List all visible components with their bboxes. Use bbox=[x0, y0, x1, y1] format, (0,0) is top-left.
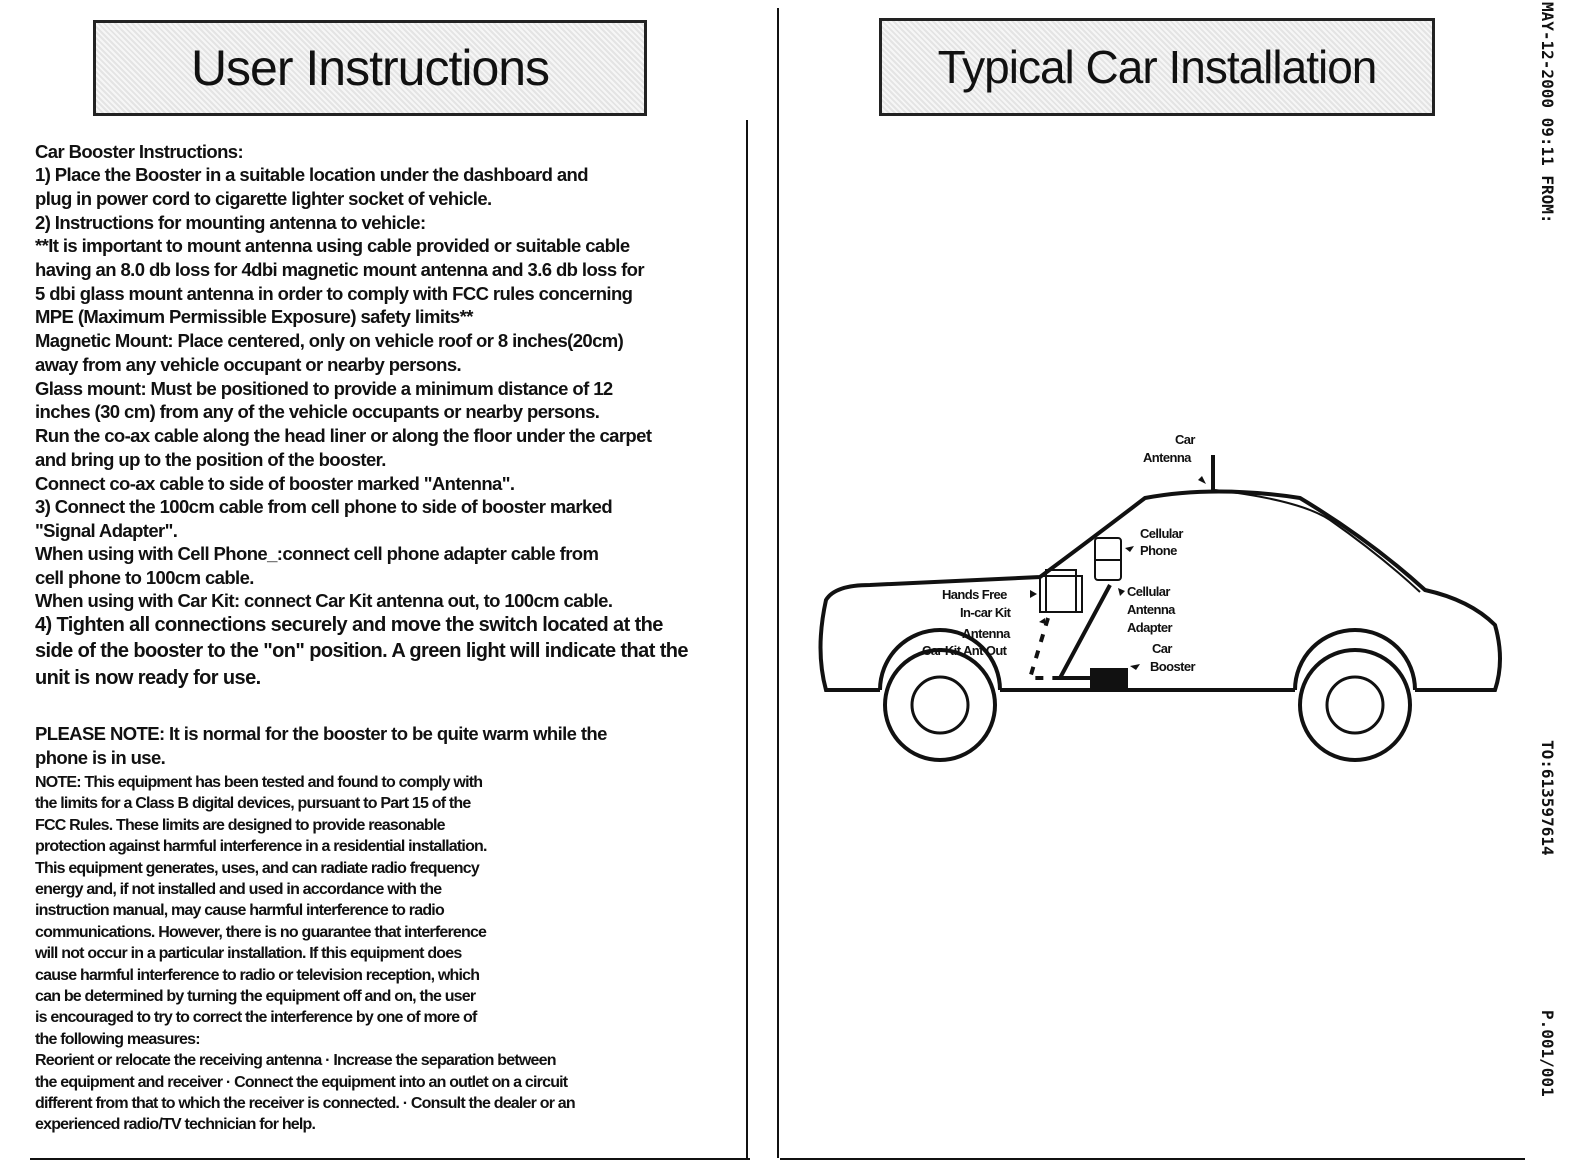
instruction-line: MPE (Maximum Permissible Exposure) safet… bbox=[35, 306, 473, 327]
typical-car-installation-title: Typical Car Installation bbox=[879, 18, 1435, 116]
instruction-line: and bring up to the position of the boos… bbox=[35, 449, 386, 470]
note-line: Reorient or relocate the receiving anten… bbox=[35, 1052, 557, 1070]
car-body bbox=[818, 489, 1502, 692]
fold-line bbox=[746, 120, 748, 1160]
car-antenna-icon bbox=[1211, 455, 1215, 490]
wheels bbox=[878, 628, 1417, 762]
coax-cable bbox=[1056, 584, 1112, 680]
front-wheel bbox=[883, 648, 997, 762]
instruction-line: "Signal Adapter". bbox=[35, 520, 178, 541]
instruction-line: When using with Car Kit: connect Car Kit… bbox=[35, 590, 613, 611]
instruction-line: 2) Instructions for mounting antenna to … bbox=[35, 212, 426, 233]
note-line: FCC Rules. These limits are designed to … bbox=[35, 816, 446, 834]
instruction-line: unit is now ready for use. bbox=[35, 667, 261, 689]
note-line: experienced radio/TV technician for help… bbox=[35, 1116, 316, 1134]
svg-text:Adapter: Adapter bbox=[1127, 620, 1172, 635]
svg-text:In-car Kit: In-car Kit bbox=[960, 605, 1012, 620]
fax-header-page: P.001/001 bbox=[1538, 1010, 1557, 1097]
instruction-line: Glass mount: Must be positioned to provi… bbox=[35, 378, 613, 399]
note-line: the limits for a Class B digital devices… bbox=[35, 795, 471, 813]
label-cellular-antenna-adapter: Cellular bbox=[1127, 584, 1170, 599]
bottom-rule-right bbox=[780, 1158, 1525, 1160]
label-hands-free: Hands Free bbox=[942, 587, 1007, 602]
instruction-line: PLEASE NOTE: It is normal for the booste… bbox=[35, 723, 607, 744]
note-line: cause harmful interference to radio or t… bbox=[35, 966, 480, 984]
note-line: will not occur in a particular installat… bbox=[35, 945, 462, 963]
instruction-line: phone is in use. bbox=[35, 747, 166, 768]
note-line: protection against harmful interference … bbox=[35, 838, 487, 856]
cellular-phone-icon bbox=[1094, 537, 1122, 581]
label-antenna: Antenna bbox=[962, 626, 1011, 641]
car-booster-icon bbox=[1090, 668, 1128, 688]
instruction-line: 4) Tighten all connections securely and … bbox=[35, 614, 663, 636]
svg-text:Antenna: Antenna bbox=[1143, 450, 1192, 465]
instruction-line: Car Booster Instructions: bbox=[35, 141, 244, 162]
note-line: the equipment and receiver · Connect the… bbox=[35, 1073, 568, 1091]
instruction-line: 5 dbi glass mount antenna in order to co… bbox=[35, 283, 633, 304]
note-line: can be determined by turning the equipme… bbox=[35, 988, 476, 1005]
bottom-rule-left bbox=[30, 1158, 750, 1160]
instruction-line: 3) Connect the 100cm cable from cell pho… bbox=[35, 496, 613, 517]
note-line: instruction manual, may cause harmful in… bbox=[35, 902, 445, 920]
instruction-line: Magnetic Mount: Place centered, only on … bbox=[35, 330, 624, 351]
note-line: the following measures: bbox=[35, 1030, 201, 1048]
svg-text:Antenna: Antenna bbox=[1127, 602, 1176, 617]
instruction-line: Connect co-ax cable to side of booster m… bbox=[35, 473, 515, 494]
note-line: This equipment generates, uses, and can … bbox=[35, 859, 480, 877]
label-car-kit-ant-out: Car Kit Ant Out bbox=[922, 643, 1008, 658]
instruction-line: side of the booster to the "on" position… bbox=[35, 640, 689, 662]
instruction-line: 1) Place the Booster in a suitable locat… bbox=[35, 164, 589, 185]
rear-wheel bbox=[1298, 648, 1412, 762]
fold-line-right bbox=[777, 8, 779, 1158]
svg-text:Phone: Phone bbox=[1140, 543, 1177, 558]
note-line: energy and, if not installed and used in… bbox=[35, 881, 442, 898]
note-line: different from that to which the receive… bbox=[35, 1095, 576, 1112]
label-car-booster: Car bbox=[1152, 641, 1172, 656]
note-line: communications. However, there is no gua… bbox=[35, 923, 487, 941]
note-line: NOTE: This equipment has been tested and… bbox=[35, 774, 483, 791]
note-line: is encouraged to try to correct the inte… bbox=[35, 1009, 477, 1027]
instruction-line: When using with Cell Phone_:connect cell… bbox=[35, 543, 599, 564]
instruction-line: plug in power cord to cigarette lighter … bbox=[35, 188, 492, 209]
instruction-line: Run the co-ax cable along the head liner… bbox=[35, 425, 652, 446]
instruction-line: away from any vehicle occupant or nearby… bbox=[35, 354, 462, 375]
label-car-antenna: Car bbox=[1175, 432, 1195, 447]
car-kit-cable bbox=[1027, 617, 1060, 680]
instruction-line: having an 8.0 db loss for 4dbi magnetic … bbox=[35, 259, 645, 280]
arrow-icons bbox=[1030, 476, 1206, 670]
hands-free-kit-icon bbox=[1039, 569, 1083, 613]
instruction-line: inches (30 cm) from any of the vehicle o… bbox=[35, 401, 600, 422]
user-instructions-title: User Instructions bbox=[93, 20, 647, 116]
label-cellular-phone: Cellular bbox=[1140, 526, 1183, 541]
fax-header-to: TO:613597614 bbox=[1538, 740, 1557, 856]
svg-text:Booster: Booster bbox=[1150, 659, 1195, 674]
fax-header-date: MAY-12-2000 09:11 FROM: bbox=[1538, 2, 1557, 224]
instruction-line: cell phone to 100cm cable. bbox=[35, 567, 254, 588]
instruction-line: **It is important to mount antenna using… bbox=[35, 235, 630, 256]
